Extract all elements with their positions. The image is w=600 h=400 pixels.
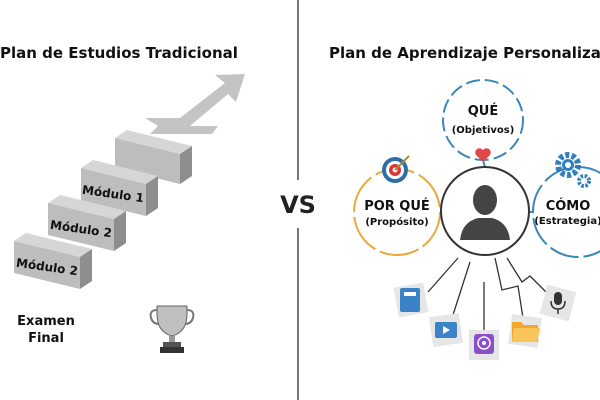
arrow-up-right-icon	[145, 74, 245, 134]
step-block-modulo-2b: Módulo 2	[14, 233, 92, 289]
step-block-modulo-2a: Módulo 2	[48, 195, 126, 251]
svg-text:(Propósito): (Propósito)	[365, 216, 428, 228]
podcast-icon	[469, 330, 499, 360]
node-por-que: POR QUÉ (Propósito)	[353, 155, 441, 256]
final-exam-label-2: Final	[28, 331, 64, 346]
trophy-icon	[149, 305, 195, 353]
node-como: CÓMO (Estrategia)	[532, 152, 600, 258]
video-icon	[429, 313, 463, 347]
node-que: QUÉ (Objetivos)	[442, 79, 524, 162]
target-icon	[382, 155, 410, 183]
final-exam-label-1: Examen	[17, 314, 75, 329]
person-icon	[460, 185, 510, 240]
svg-text:POR QUÉ: POR QUÉ	[364, 198, 430, 214]
step-block-modulo-1: Módulo 1	[81, 160, 158, 216]
right-title: Plan de Aprendizaje Personalizado	[329, 44, 600, 62]
svg-text:QUÉ: QUÉ	[468, 103, 499, 119]
heart-icon	[475, 148, 491, 162]
book-icon	[393, 282, 429, 318]
step-block-top	[115, 130, 192, 184]
svg-text:CÓMO: CÓMO	[546, 198, 591, 214]
gears-icon	[555, 152, 591, 188]
folder-icon	[508, 314, 542, 348]
node-center-person	[440, 166, 530, 256]
left-title: Plan de Estudios Tradicional	[0, 44, 238, 62]
resource-arrows	[427, 257, 548, 330]
microphone-icon	[539, 284, 577, 322]
vs-label: VS	[280, 191, 316, 219]
svg-text:(Estrategia): (Estrategia)	[534, 216, 600, 227]
svg-text:(Objetivos): (Objetivos)	[452, 125, 515, 136]
